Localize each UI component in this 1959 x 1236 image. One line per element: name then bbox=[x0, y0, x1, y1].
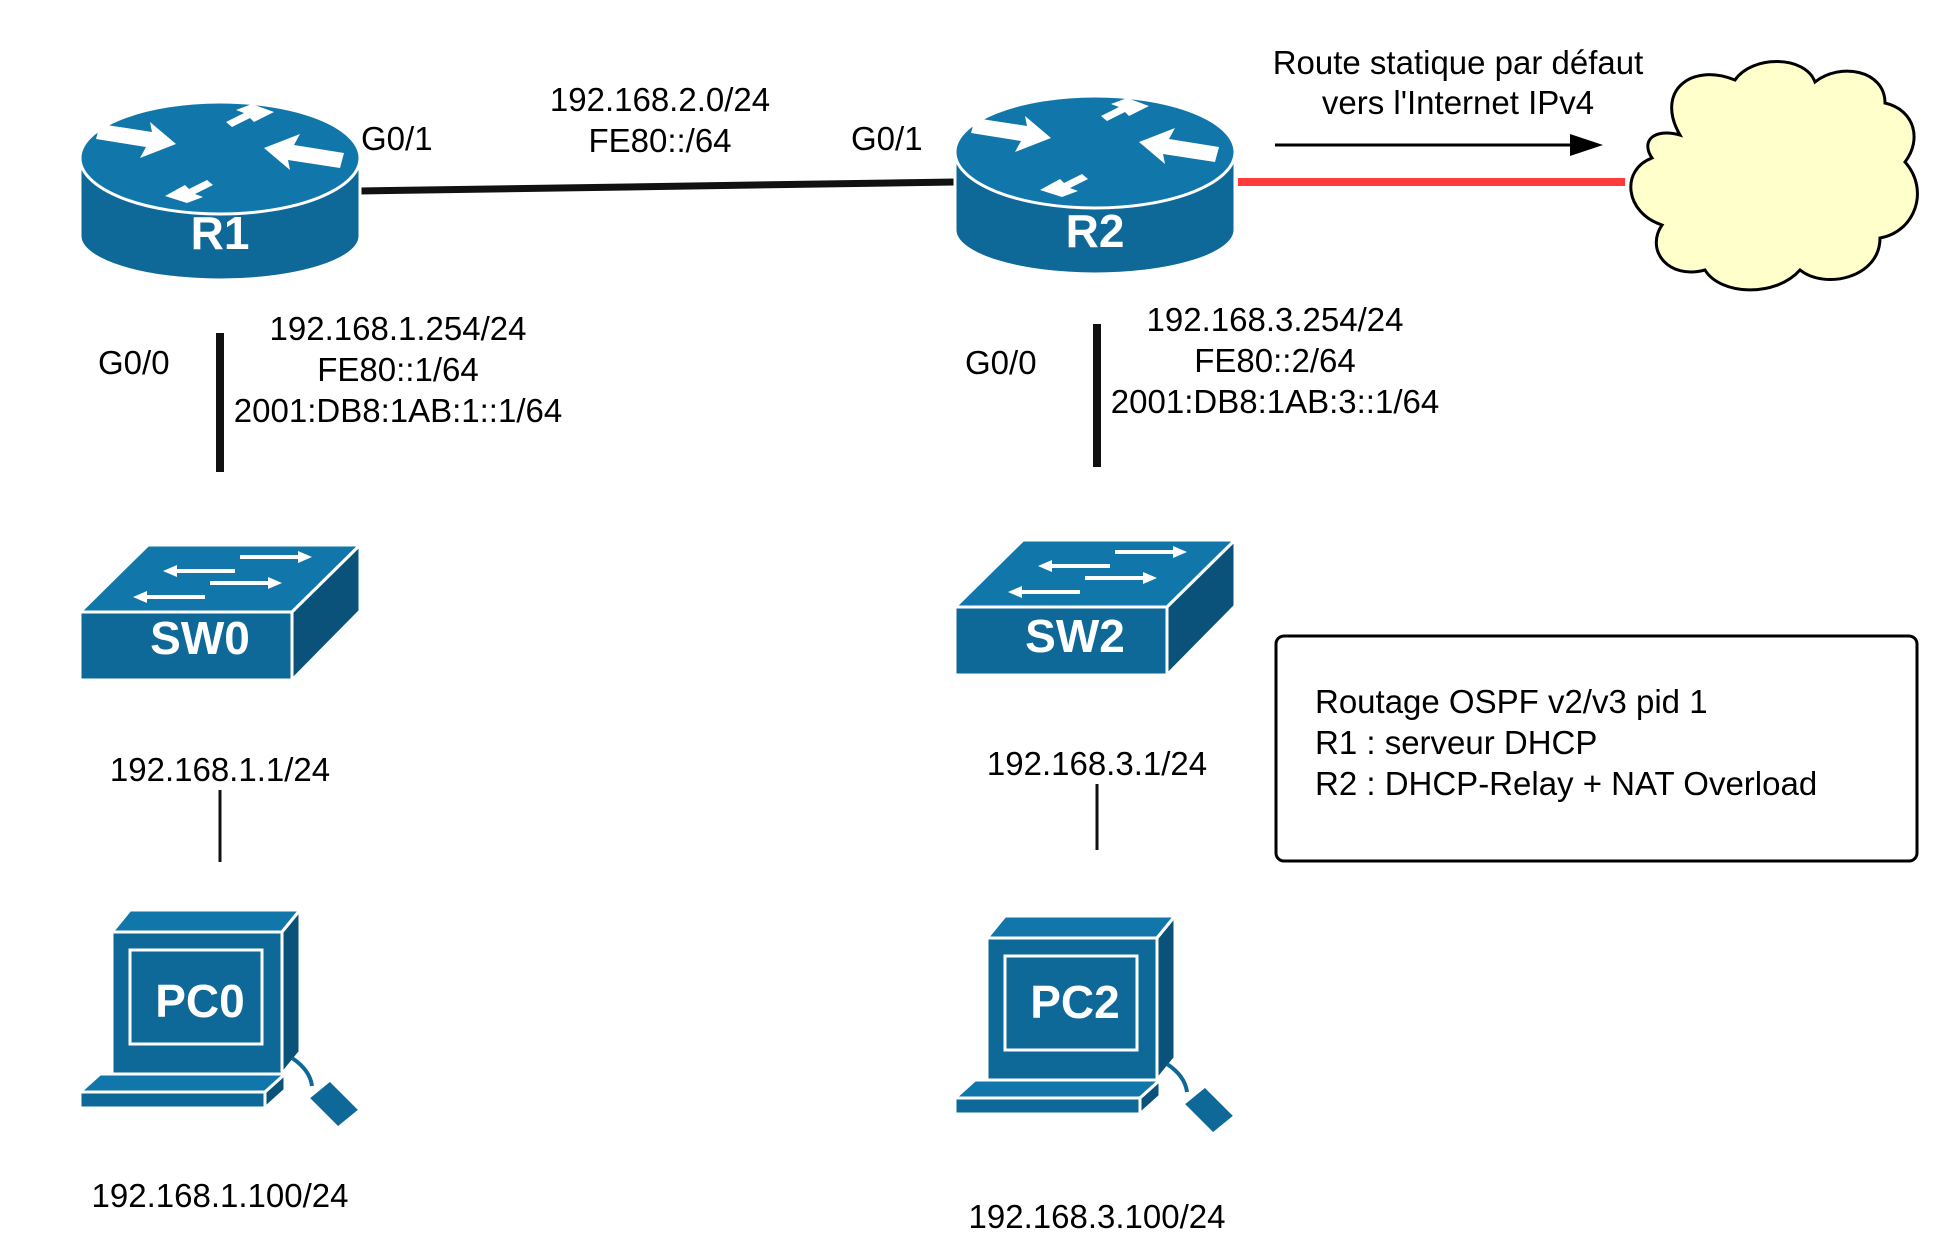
r2-g00-ipv6-ll-label: FE80::2/64 bbox=[1194, 342, 1355, 379]
pc-pc2[interactable]: PC2 bbox=[951, 911, 1238, 1137]
switch-sw2[interactable]: SW2 bbox=[951, 536, 1239, 679]
mouse-icon bbox=[1180, 1083, 1238, 1137]
internet-cloud-icon bbox=[1629, 60, 1919, 292]
notes-line-r1: R1 : serveur DHCP bbox=[1315, 724, 1597, 761]
pc2-address-label: 192.168.3.100/24 bbox=[969, 1198, 1226, 1235]
r2-g00-ipv4-label: 192.168.3.254/24 bbox=[1147, 301, 1404, 338]
link-r1-r2 bbox=[359, 178, 956, 195]
r1-g01-iface-label: G0/1 bbox=[361, 120, 433, 157]
router-r1[interactable]: R1 bbox=[78, 100, 362, 282]
default-route-arrow bbox=[1275, 134, 1603, 156]
notes-box: Routage OSPF v2/v3 pid 1 R1 : serveur DH… bbox=[1274, 634, 1919, 863]
switch-arrows-icon bbox=[133, 551, 312, 603]
default-route-label-line2: vers l'Internet IPv4 bbox=[1322, 84, 1594, 121]
r1-r2-ipv6-label: FE80::/64 bbox=[588, 122, 731, 159]
r1-g00-iface-label: G0/0 bbox=[98, 344, 170, 381]
pc0-address-label: 192.168.1.100/24 bbox=[92, 1177, 349, 1214]
r1-r2-network-label: 192.168.2.0/24 bbox=[550, 81, 770, 118]
notes-line-ospf: Routage OSPF v2/v3 pid 1 bbox=[1315, 683, 1708, 720]
r1-g00-ipv6-ll-label: FE80::1/64 bbox=[317, 351, 478, 388]
r2-g00-iface-label: G0/0 bbox=[965, 344, 1037, 381]
switch-arrows-icon bbox=[1008, 546, 1187, 598]
switch-sw2-label: SW2 bbox=[1025, 610, 1125, 662]
r1-g00-ipv6-gua-label: 2001:DB8:1AB:1::1/64 bbox=[234, 392, 562, 429]
router-r2-label: R2 bbox=[1066, 205, 1125, 257]
sw0-address-label: 192.168.1.1/24 bbox=[110, 751, 330, 788]
r2-g01-iface-label: G0/1 bbox=[851, 120, 923, 157]
switch-sw0[interactable]: SW0 bbox=[76, 541, 364, 684]
r2-g00-ipv6-gua-label: 2001:DB8:1AB:3::1/64 bbox=[1111, 383, 1439, 420]
router-r2[interactable]: R2 bbox=[953, 94, 1237, 276]
pc-pc0[interactable]: PC0 bbox=[76, 905, 363, 1131]
r1-g00-ipv4-label: 192.168.1.254/24 bbox=[270, 310, 527, 347]
notes-line-r2: R2 : DHCP-Relay + NAT Overload bbox=[1315, 765, 1817, 802]
pc-pc0-label: PC0 bbox=[155, 975, 244, 1027]
default-route-label-line1: Route statique par défaut bbox=[1273, 44, 1644, 81]
router-arrows-icon bbox=[96, 104, 344, 203]
router-arrows-icon bbox=[971, 98, 1219, 197]
switch-sw0-label: SW0 bbox=[150, 612, 250, 664]
mouse-icon bbox=[305, 1077, 363, 1131]
sw2-address-label: 192.168.3.1/24 bbox=[987, 745, 1207, 782]
pc-pc2-label: PC2 bbox=[1030, 976, 1119, 1028]
router-r1-label: R1 bbox=[191, 207, 250, 259]
